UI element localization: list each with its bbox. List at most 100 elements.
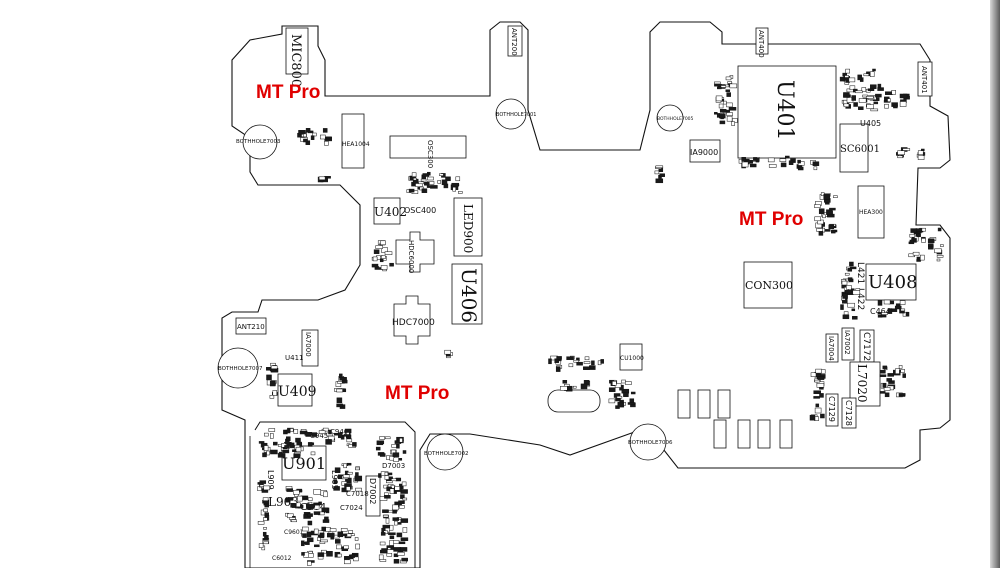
ia9000-pad [689,139,721,163]
hea300-pad [857,185,885,239]
watermark-2: MT Pro [739,209,803,230]
pad-cluster [560,380,591,392]
hdc6000-pad [395,231,435,273]
pad-cluster [333,462,363,493]
pad-cluster [257,480,270,551]
led900-pad [453,197,483,257]
c7129-label: C7129 [827,396,836,422]
c945-label: C945 [310,432,328,440]
pad-cluster [375,436,407,462]
l909-label: L909 [266,470,275,490]
c7129-pad [825,393,839,427]
ant210-label: ANT210 [237,323,265,331]
ant401-label: ANT401 [920,66,928,94]
watermark-3: MT Pro [385,383,449,404]
bothhole7002-circle [426,433,464,471]
c9601-label: C9601 [284,529,304,536]
cu1000-pad [619,343,643,371]
u901-pad [281,445,327,481]
u405-label: U405 [860,119,881,128]
pad-cluster [814,192,838,236]
u402-pad [373,197,401,225]
oval-pad [547,389,601,413]
u402-label: U402 [374,205,407,219]
sc6001-label: SC6001 [840,144,880,155]
pad-cluster [444,349,453,359]
led900-label: LED900 [461,204,475,253]
d7002-label: D7002 [368,478,377,505]
pad-cluster [317,176,331,183]
bothhole7001-label: BOTHHOLE7001 [496,112,536,118]
d7002-pad [365,475,381,517]
ant400-pad [755,27,769,55]
u401-label: U401 [772,80,797,141]
u408-label: U408 [868,272,918,293]
c7128-label: C7128 [844,400,853,426]
pad-cluster [301,526,360,566]
con300-label: CON300 [745,279,793,292]
c7018-label: C7018 [346,490,369,498]
u411-label: U411 [285,354,303,362]
window-edge [990,0,1000,568]
hea1004-pad [341,113,365,169]
ant401-pad [917,61,933,97]
hea1004-label: HEA1004 [342,141,370,148]
pad-cluster [371,240,394,272]
pad-cluster [548,355,604,372]
sc6001-pad [839,123,869,173]
pad-cluster [738,155,796,169]
ia7002-label: IA7002 [843,330,851,355]
cu1000-label: CU1000 [620,355,644,362]
ia9000-label: IA9000 [690,148,718,157]
bothhole7007-label: BOTHHOLE7007 [218,366,263,372]
c946-label: C946 [330,428,349,436]
pad-cluster [809,368,826,421]
pad-cluster [896,147,926,160]
ia7002-pad [841,327,855,361]
l421-label: L421 [855,262,865,284]
u406-label: U406 [457,268,481,323]
pad-cluster [258,427,318,458]
bothhole7005-circle [656,104,684,132]
pad-cluster [654,165,665,184]
board-outline [221,21,951,569]
pad-cluster [266,362,279,399]
c7128-pad [841,397,857,429]
u401-pad [737,65,837,159]
bothhole7001-circle [495,98,527,130]
u409-pad [277,373,313,407]
osc400-label: OSC400 [404,206,436,215]
bothhole7003-circle [242,124,278,160]
pad-cluster [318,427,357,448]
mic800-label: MIC800 [288,34,303,87]
ia7004-pad [825,333,839,363]
ant210-pad [235,317,267,335]
bothhole7005-label: BOTHHOLE7005 [657,116,694,122]
pad-cluster [378,471,409,564]
hdc6000-label: HDC6000 [407,240,415,273]
osc300-label: OSC300 [426,140,434,168]
c7172-label: C7172 [861,332,871,361]
hdc7000-pad [393,295,431,345]
pad-cluster [285,486,330,526]
pad-cluster [714,75,738,126]
c464-label: C464 [870,307,891,316]
ia7000-pad [301,329,319,367]
pad-cluster [297,128,332,146]
lower-chip-row [677,389,793,449]
mic800-pad [285,27,309,75]
watermark-1: MT Pro [256,82,320,103]
hdc7000-label: HDC7000 [392,318,435,328]
pad-cluster [608,379,636,409]
component-clusters [257,68,944,566]
bothhole7003-label: BOTHHOLE7003 [236,139,281,145]
pad-cluster [883,90,910,109]
bothhole7007-circle [217,347,259,389]
pad-cluster [839,68,884,112]
c7024-label: C7024 [340,504,363,512]
hea300-label: HEA300 [859,209,883,216]
l422-label: L422 [855,288,865,310]
ia7004-label: IA7004 [827,336,835,361]
pad-cluster [840,261,861,320]
